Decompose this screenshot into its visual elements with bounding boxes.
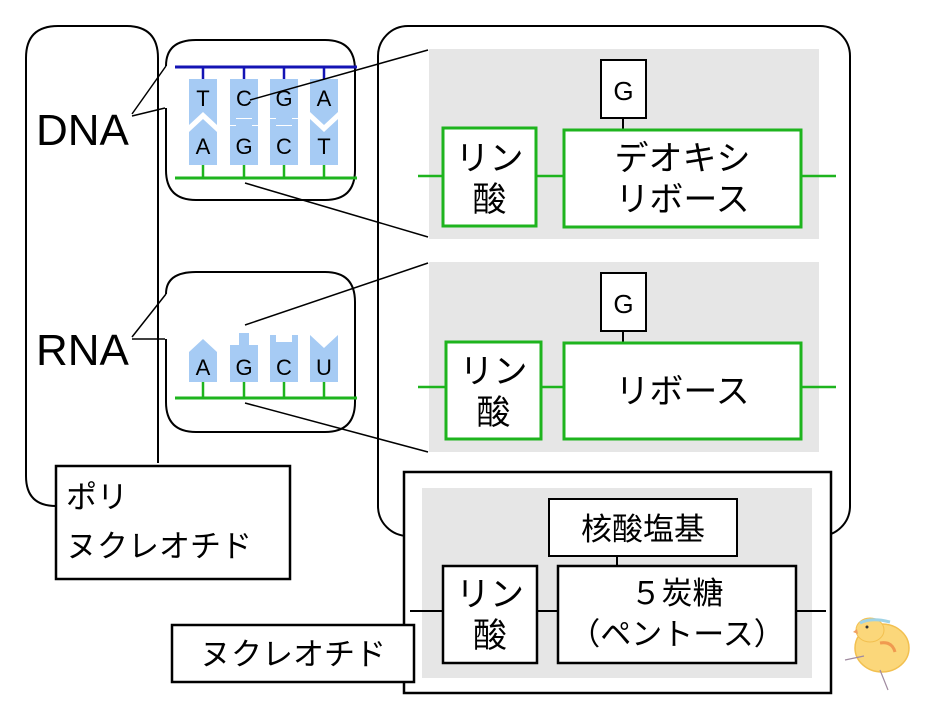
dna-bottom-base-g xyxy=(230,119,258,165)
dna-bottom-base-label: T xyxy=(317,134,330,159)
dna-top-base-g xyxy=(270,79,298,125)
dna-zoom-line-top xyxy=(249,49,429,101)
generic-sugar-box xyxy=(556,564,798,665)
dna-zoom-line-bottom xyxy=(244,182,429,238)
dna-phosphate-box xyxy=(441,126,538,228)
dna-phosphate-line1: リン xyxy=(456,139,524,179)
dna-connector xyxy=(131,65,167,117)
generic-base-box xyxy=(548,498,738,557)
polynucleotide-label-line1: ポリ xyxy=(66,480,128,516)
dna-top-base-a xyxy=(310,79,338,125)
dna-phosphate-line2: 酸 xyxy=(473,180,507,220)
rna-connector xyxy=(131,293,167,340)
rna-label: RNA xyxy=(36,326,130,375)
rna-base-label: A xyxy=(196,355,211,380)
generic-sugar-line1: ５炭糖 xyxy=(631,576,724,612)
rna-base-g xyxy=(230,333,258,382)
rna-base-c xyxy=(270,335,298,382)
polynucleotide-label-box xyxy=(54,464,292,581)
generic-phosphate-box xyxy=(441,564,539,665)
rna-phosphate-line1: リン xyxy=(460,352,528,392)
rna-base-a xyxy=(189,339,217,382)
rna-base-label: U xyxy=(316,355,332,380)
rna-base-label: C xyxy=(276,355,292,380)
generic-base-label: 核酸塩基 xyxy=(581,512,705,548)
nucleotide-label: ヌクレオチド xyxy=(200,637,386,673)
generic-phosphate-line2: 酸 xyxy=(473,616,507,656)
dna-bottom-base-t xyxy=(310,119,338,165)
dna-base-label: G xyxy=(613,76,633,106)
rna-strand-box xyxy=(165,271,356,433)
dna-top-base-label: A xyxy=(317,86,332,111)
rna-sugar-box xyxy=(562,341,803,441)
dna-top-base-t xyxy=(189,79,217,125)
rna-sugar-label: リボース xyxy=(615,372,749,412)
dna-bottom-base-c xyxy=(270,119,298,165)
rna-base-label: G xyxy=(235,355,252,380)
rna-base-u xyxy=(310,335,338,382)
dna-bottom-base-label: A xyxy=(196,134,211,159)
dna-label: DNA xyxy=(36,106,130,155)
generic-sugar-line2: （ペントース） xyxy=(569,617,784,653)
dna-sugar-line2: リボース xyxy=(615,180,749,220)
rna-base-box xyxy=(600,272,647,332)
chick-mascot-icon xyxy=(844,617,910,691)
dna-sugar-box xyxy=(562,128,803,229)
rna-zoom-line-top xyxy=(244,262,429,326)
rna-zoom-line-bottom xyxy=(244,402,429,453)
polynucleotide-bracket xyxy=(25,25,159,507)
generic-phosphate-line1: リン xyxy=(456,575,524,615)
rna-base-label: G xyxy=(613,289,633,319)
dna-top-base-c xyxy=(230,79,258,125)
nucleotide-label-box xyxy=(170,623,416,684)
rna-phosphate-line2: 酸 xyxy=(477,393,511,433)
dna-bottom-base-label: C xyxy=(276,134,292,159)
polynucleotide-label-line2: ヌクレオチド xyxy=(66,529,252,565)
dna-top-base-label: C xyxy=(236,86,252,111)
dna-top-base-label: T xyxy=(196,86,209,111)
dna-base-box xyxy=(600,59,647,119)
rna-phosphate-box xyxy=(444,340,543,441)
dna-sugar-line1: デオキシ xyxy=(615,139,751,179)
dna-bottom-base-a xyxy=(189,119,217,165)
dna-bottom-base-label: G xyxy=(235,134,252,159)
